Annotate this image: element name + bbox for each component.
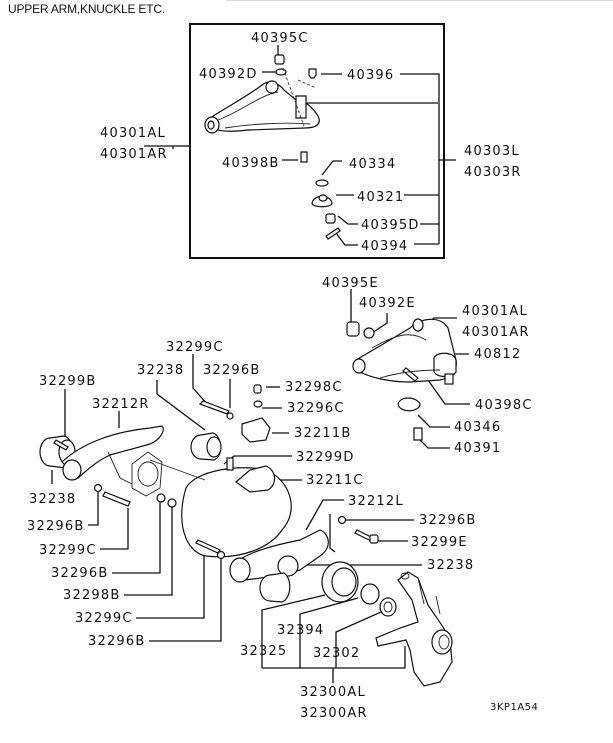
part-label[interactable]: 40391 bbox=[454, 441, 501, 456]
part-label[interactable]: 32299E bbox=[411, 535, 468, 550]
part-label[interactable]: 40398C bbox=[475, 398, 533, 413]
page-title: UPPER ARM,KNUCKLE ETC. bbox=[8, 2, 165, 16]
part-label[interactable]: 40395E bbox=[322, 276, 379, 291]
part-label[interactable]: 32296B bbox=[51, 566, 108, 581]
part-label[interactable]: 40398B bbox=[222, 156, 279, 171]
part-label[interactable]: 40392E bbox=[359, 296, 416, 311]
part-label[interactable]: 40303L bbox=[464, 144, 520, 159]
part-label[interactable]: 32212R bbox=[92, 397, 150, 412]
upper-arm-illustration bbox=[204, 54, 341, 240]
part-label[interactable]: 40396 bbox=[347, 68, 394, 83]
part-label[interactable]: 32299C bbox=[166, 340, 224, 355]
part-label[interactable]: 40334 bbox=[349, 157, 396, 172]
part-label[interactable]: 40812 bbox=[474, 347, 521, 362]
part-label[interactable]: 40321 bbox=[357, 190, 404, 205]
part-label[interactable]: 32211B bbox=[294, 426, 351, 441]
part-label[interactable]: 32238 bbox=[427, 558, 474, 573]
part-label[interactable]: 32299C bbox=[39, 543, 97, 558]
part-label[interactable]: 32296B bbox=[88, 634, 145, 649]
upper-arm-right-illustration bbox=[346, 318, 457, 441]
part-label[interactable]: 32300AR bbox=[300, 706, 368, 721]
part-label[interactable]: 32299D bbox=[296, 450, 355, 465]
part-label[interactable]: 32298B bbox=[63, 588, 120, 603]
lower-arm-left-illustration bbox=[39, 384, 292, 560]
part-label[interactable]: 40301AR bbox=[100, 147, 168, 162]
diagram-code: 3KP1A54 bbox=[490, 702, 538, 713]
part-label[interactable]: 40346 bbox=[454, 420, 501, 435]
part-label[interactable]: 32300AL bbox=[300, 685, 366, 700]
divider bbox=[226, 0, 613, 1]
lower-arm-right-illustration bbox=[229, 515, 453, 687]
part-label[interactable]: 32211C bbox=[306, 473, 364, 488]
part-label[interactable]: 40301AL bbox=[462, 304, 528, 319]
part-label[interactable]: 32299C bbox=[75, 611, 133, 626]
part-label[interactable]: 32238 bbox=[137, 363, 184, 378]
part-label[interactable]: 40394 bbox=[361, 239, 408, 254]
part-label[interactable]: 40301AL bbox=[100, 126, 166, 141]
part-label[interactable]: 32394 bbox=[277, 623, 324, 638]
part-label[interactable]: 32298C bbox=[285, 380, 343, 395]
part-label[interactable]: 32296B bbox=[419, 513, 476, 528]
part-label[interactable]: 32299B bbox=[39, 374, 96, 389]
part-label[interactable]: 40392D bbox=[199, 67, 258, 82]
part-label[interactable]: 40301AR bbox=[462, 325, 530, 340]
part-label[interactable]: 40395C bbox=[251, 31, 309, 46]
part-label[interactable]: 32296C bbox=[287, 401, 345, 416]
part-label[interactable]: 32302 bbox=[313, 646, 360, 661]
part-label[interactable]: 32325 bbox=[240, 644, 287, 659]
part-label[interactable]: 32212L bbox=[348, 494, 404, 509]
part-label[interactable]: 32238 bbox=[29, 492, 76, 507]
part-label[interactable]: 40395D bbox=[361, 218, 420, 233]
upper-arm-frame bbox=[189, 23, 445, 259]
part-label[interactable]: 32296B bbox=[27, 519, 84, 534]
part-label[interactable]: 32296B bbox=[203, 363, 260, 378]
part-label[interactable]: 40303R bbox=[464, 165, 522, 180]
